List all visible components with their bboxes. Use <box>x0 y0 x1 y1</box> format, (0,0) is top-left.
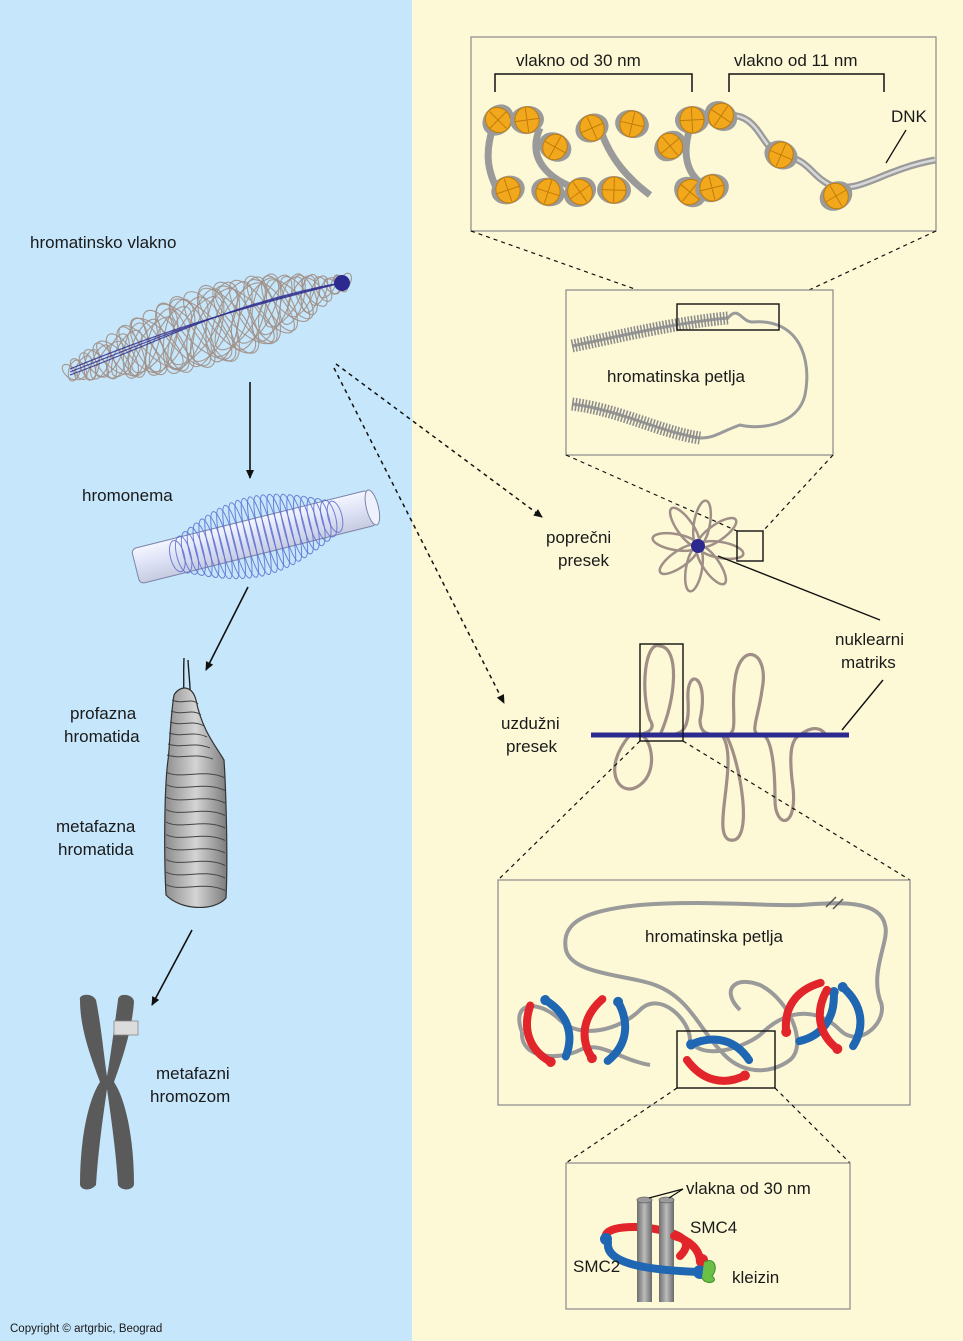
chromonema-illustration <box>131 489 381 584</box>
zoom-box-longitudinal <box>639 643 684 742</box>
metaphase-chromosome-label-2: hromozom <box>150 1087 230 1106</box>
metaphase-chromatid-label-2: hromatida <box>58 840 134 859</box>
fibers-30nm-pointer-2 <box>668 1188 684 1199</box>
dna-pointer-line <box>885 129 907 164</box>
nucleosome-fiber-illustration <box>482 100 936 211</box>
chromatid-illustration <box>164 657 228 909</box>
arrow-chromonema-to-chromatid <box>205 586 249 671</box>
condensin-detail-box <box>565 1162 851 1310</box>
metaphase-chromosome-illustration <box>79 994 139 1190</box>
zoom-line-4 <box>762 454 834 532</box>
zoom-box-condensin <box>676 1030 776 1089</box>
condensin-loop-box <box>497 879 911 1106</box>
smc4-label: SMC4 <box>690 1218 737 1237</box>
zoom-box-fiber <box>676 303 780 331</box>
fiber-30nm-bracket <box>494 73 693 92</box>
metaphase-chromosome-label-1: metafazni <box>156 1064 230 1083</box>
cross-section-label-1: poprečni <box>546 528 611 547</box>
cross-section-label-2: presek <box>558 551 610 570</box>
nuclear-matrix-label-2: matriks <box>841 653 896 672</box>
smc2-label: SMC2 <box>573 1257 620 1276</box>
prophase-chromatid-label-2: hromatida <box>64 727 140 746</box>
dashed-arrow-to-longitudinal-section <box>333 367 505 704</box>
chromatin-loop-label: hromatinska petlja <box>607 367 746 386</box>
zoom-line-3 <box>565 454 738 532</box>
nuclear-matrix-label-1: nuklearni <box>835 630 904 649</box>
condensin-detail-illustration <box>600 1196 716 1302</box>
fiber-11nm-label: vlakno od 11 nm <box>734 51 857 70</box>
fibers-30nm-pointer-1 <box>648 1188 684 1199</box>
condensin-loop-label: hromatinska petlja <box>645 927 784 946</box>
longitudinal-section-label-1: uzdužni <box>501 714 560 733</box>
chromatin-fiber-label: hromatinsko vlakno <box>30 233 176 252</box>
arrow-chromatid-to-chromosome <box>151 929 193 1006</box>
chromonema-label: hromonema <box>82 486 173 505</box>
chromatin-loop-box <box>565 289 834 456</box>
zoom-line-7 <box>565 1087 678 1164</box>
cross-section-illustration <box>651 499 745 593</box>
fibers-30nm-label: vlakna od 30 nm <box>686 1179 811 1198</box>
longitudinal-section-label-2: presek <box>506 737 558 756</box>
condensin-loop-illustration <box>517 896 888 1085</box>
longitudinal-section-illustration <box>591 644 849 842</box>
fiber-11nm-bracket <box>728 73 885 92</box>
dashed-arrow-to-cross-section <box>335 363 543 518</box>
nuclear-matrix-pointer-1 <box>717 555 881 621</box>
dna-label: DNK <box>891 107 928 126</box>
chromatin-loop-illustration <box>570 311 809 445</box>
copyright-text: Copyright © artgrbic, Beograd <box>10 1323 162 1335</box>
metaphase-chromatid-label-1: metafazna <box>56 817 136 836</box>
prophase-chromatid-label-1: profazna <box>70 704 137 723</box>
fiber-30nm-label: vlakno od 30 nm <box>516 51 641 70</box>
zoom-line-5 <box>497 740 641 881</box>
chromatin-fiber-illustration <box>61 272 352 382</box>
nuclear-matrix-pointer-2 <box>841 679 884 731</box>
kleisin-label: kleizin <box>732 1268 779 1287</box>
zoom-line-8 <box>774 1087 851 1164</box>
left-panel-background <box>0 0 412 1341</box>
zoom-box-cross-section <box>736 530 764 562</box>
